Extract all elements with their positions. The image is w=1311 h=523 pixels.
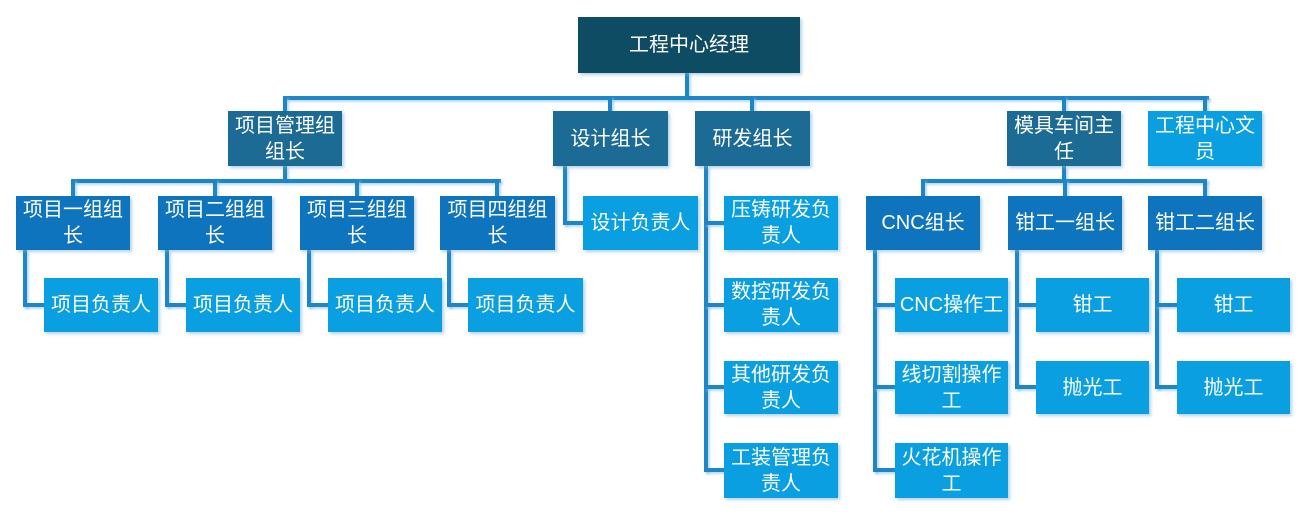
node-design-leader: 设计组长: [553, 111, 668, 166]
node-project-group-1-leader: 项目一组组长: [16, 196, 130, 250]
connector-line-38: [1015, 303, 1036, 307]
connector-line-15: [921, 179, 925, 196]
connector-line-27: [563, 221, 583, 225]
connector-line-24: [447, 250, 451, 307]
connector-line-42: [1155, 385, 1177, 389]
connector-line-35: [873, 385, 895, 389]
node-engineering-center-manager: 工程中心经理: [578, 17, 800, 73]
connector-line-36: [873, 468, 895, 472]
connector-line-29: [704, 221, 724, 225]
connector-line-4: [750, 96, 754, 111]
node-polisher-1: 抛光工: [1036, 361, 1149, 414]
connector-line-21: [165, 303, 186, 307]
connector-line-39: [1015, 385, 1036, 389]
node-edm-operator: 火花机操作工: [895, 443, 1008, 498]
node-mold-workshop-director: 模具车间主任: [1007, 111, 1121, 166]
connector-line-17: [1203, 179, 1207, 196]
connector-line-37: [1015, 250, 1019, 389]
node-project-principal-1: 项目负责人: [44, 278, 158, 332]
connector-line-11: [355, 179, 359, 196]
node-cnc-operator: CNC操作工: [895, 278, 1008, 332]
node-project-principal-4: 项目负责人: [468, 278, 583, 332]
connector-line-19: [23, 303, 44, 307]
connector-line-3: [608, 96, 612, 111]
node-other-rd-principal: 其他研发负责人: [724, 361, 838, 414]
connector-line-32: [704, 468, 724, 472]
connector-line-13: [1062, 166, 1066, 181]
connector-line-5: [1062, 96, 1066, 111]
connector-line-22: [307, 250, 311, 307]
connector-line-30: [704, 303, 724, 307]
node-tooling-mgmt-principal: 工装管理负责人: [724, 443, 838, 498]
connector-line-20: [165, 250, 169, 307]
connector-line-40: [1155, 250, 1159, 389]
connector-line-26: [563, 166, 567, 225]
node-fitter-group-1-leader: 钳工一组长: [1008, 196, 1122, 250]
node-project-group-3-leader: 项目三组组长: [300, 196, 414, 250]
connector-line-2: [283, 96, 287, 111]
node-nc-rd-principal: 数控研发负责人: [724, 278, 838, 332]
connector-line-1: [283, 96, 1209, 100]
connector-line-25: [447, 303, 468, 307]
connector-line-18: [23, 250, 27, 307]
node-rd-leader: 研发组长: [695, 111, 810, 166]
node-cnc-leader: CNC组长: [866, 196, 980, 250]
connector-line-9: [71, 179, 75, 196]
connector-line-0: [685, 72, 689, 98]
connector-line-28: [704, 166, 708, 472]
connector-line-33: [873, 250, 877, 472]
node-wire-cut-operator: 线切割操作工: [895, 361, 1008, 414]
connector-line-41: [1155, 303, 1177, 307]
connector-line-16: [1063, 179, 1067, 196]
connector-line-34: [873, 303, 895, 307]
connector-line-31: [704, 385, 724, 389]
node-project-mgmt-group-leader: 项目管理组组长: [228, 111, 342, 166]
node-project-group-2-leader: 项目二组组长: [158, 196, 272, 250]
connector-line-12: [495, 179, 499, 196]
node-fitter-group-2-leader: 钳工二组长: [1148, 196, 1262, 250]
node-design-principal: 设计负责人: [583, 196, 698, 250]
node-fitter-2: 钳工: [1177, 278, 1290, 332]
node-project-principal-3: 项目负责人: [328, 278, 442, 332]
connector-line-7: [283, 166, 287, 181]
connector-line-23: [307, 303, 328, 307]
connector-line-8: [71, 179, 501, 183]
node-project-group-4-leader: 项目四组组长: [440, 196, 555, 250]
node-engineering-center-clerk: 工程中心文员: [1148, 111, 1262, 166]
node-diecast-rd-principal: 压铸研发负责人: [724, 196, 838, 250]
connector-line-6: [1203, 96, 1207, 111]
node-fitter-1: 钳工: [1036, 278, 1149, 332]
connector-line-10: [213, 179, 217, 196]
node-polisher-2: 抛光工: [1177, 361, 1290, 414]
node-project-principal-2: 项目负责人: [186, 278, 300, 332]
